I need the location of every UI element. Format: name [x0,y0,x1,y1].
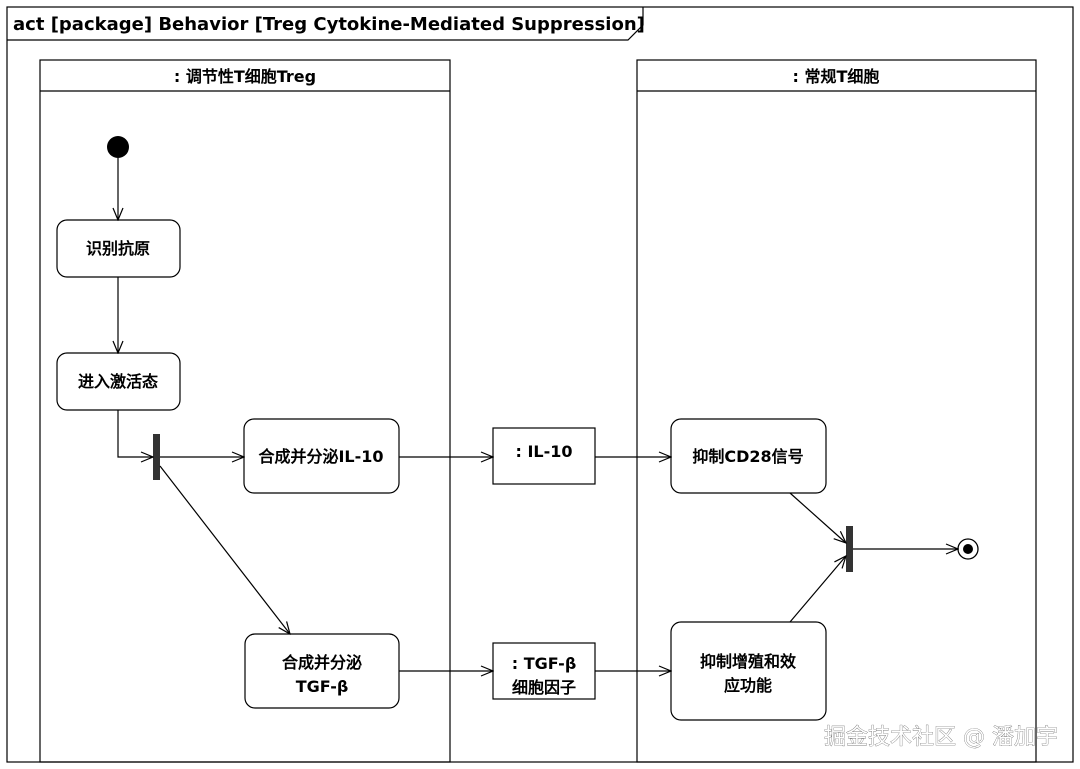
swimlane-treg: : 调节性T细胞Treg [39,59,451,763]
svg-text:合成并分泌IL-10: 合成并分泌IL-10 [258,447,383,466]
svg-text:应功能: 应功能 [724,676,772,695]
edge-fork-to-tgfb [159,465,290,634]
final-node [957,538,979,560]
frame-title: act [package] Behavior [Treg Cytokine-Me… [13,14,645,35]
action-inhibit-proliferation[interactable]: 抑制增殖和效 应功能 [670,621,827,721]
edge-prolif-to-join [789,556,846,623]
lane-title-tcell: : 常规T细胞 [793,67,880,86]
initial-node [107,136,129,158]
svg-text:TGF-β: TGF-β [296,677,349,696]
action-recognize-antigen[interactable]: 识别抗原 [56,219,181,278]
svg-text:识别抗原: 识别抗原 [86,239,150,258]
svg-text:: IL-10: : IL-10 [515,442,572,461]
object-il10[interactable]: : IL-10 [492,427,596,485]
frame-title-tab [7,7,644,41]
action-secrete-il10[interactable]: 合成并分泌IL-10 [243,418,400,494]
svg-text:合成并分泌: 合成并分泌 [282,653,362,672]
action-inhibit-cd28[interactable]: 抑制CD28信号 [670,418,827,494]
action-activate[interactable]: 进入激活态 [56,352,181,411]
edge-cd28-to-join [789,492,846,543]
edge-activate-to-fork [117,410,153,457]
svg-text:抑制增殖和效: 抑制增殖和效 [700,652,796,671]
join-bar [846,526,853,572]
control-flows [118,158,958,671]
svg-text:进入激活态: 进入激活态 [78,372,158,391]
swimlane-tcell: : 常规T细胞 [636,59,1037,763]
svg-text:细胞因子: 细胞因子 [512,678,576,697]
object-tgfb[interactable]: : TGF-β 细胞因子 [492,642,596,700]
fork-bar [153,434,160,480]
diagram-frame [6,6,1074,763]
svg-text:: TGF-β: : TGF-β [512,654,577,673]
watermark: 掘金技术社区 @ 潘加宇 [824,725,1058,750]
lane-title-treg: : 调节性T细胞Treg [174,67,316,86]
svg-text:抑制CD28信号: 抑制CD28信号 [692,447,803,466]
action-secrete-tgfb[interactable]: 合成并分泌 TGF-β [244,633,400,709]
